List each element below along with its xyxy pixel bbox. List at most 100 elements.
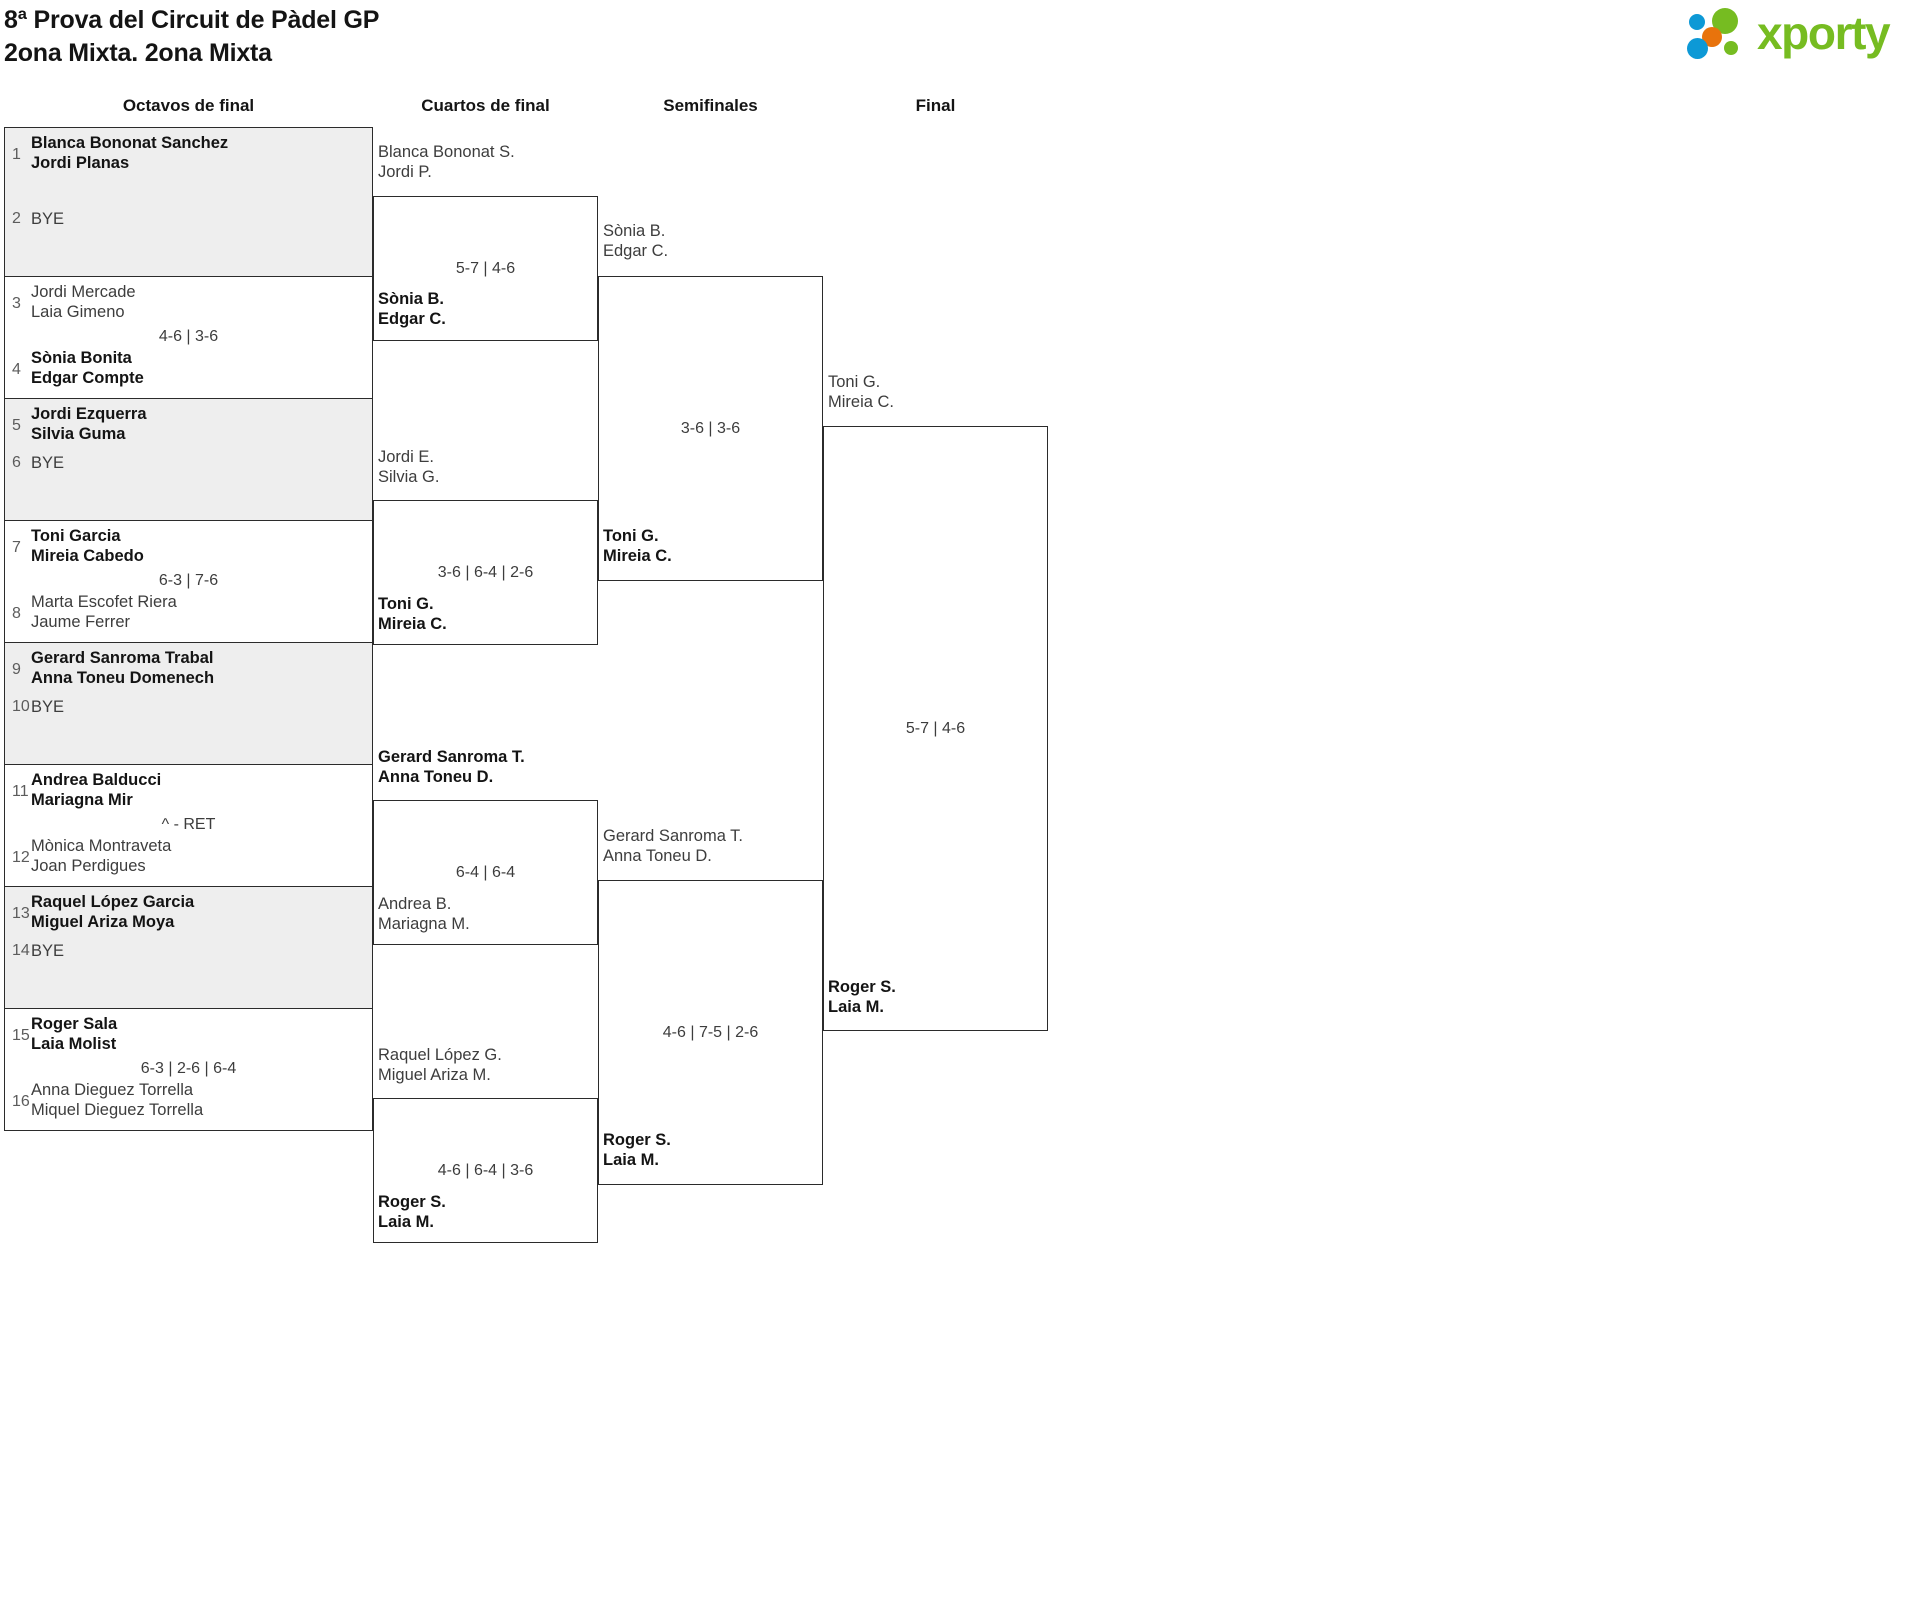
player-line-1: Marta Escofet Riera	[31, 593, 177, 611]
match-score: 5-7 | 4-6	[455, 259, 516, 277]
logo-dots-icon	[1687, 8, 1759, 60]
seed-number: 6	[12, 454, 21, 471]
player-line-1: Andrea B.	[378, 895, 452, 913]
player-line-1: Roger S.	[828, 978, 896, 996]
seed-number: 7	[12, 539, 21, 556]
round2-match-3[interactable]: 6-4 | 6-4	[373, 800, 598, 945]
player-line-1: Toni G.	[378, 595, 434, 613]
player-line-2: Miguel Ariza Moya	[31, 912, 175, 931]
player-line-1: Jordi Mercade	[31, 283, 136, 301]
player-line-2: Anna Toneu D.	[378, 767, 494, 786]
player-line-2: Edgar Compte	[31, 368, 144, 387]
player-line-1: Raquel López Garcia	[31, 893, 195, 911]
player-line-2: Laia Molist	[31, 1034, 117, 1053]
player-names-top: Sònia B.Edgar C.	[603, 222, 668, 261]
player-names-bottom: Roger S.Laia M.	[828, 978, 896, 1017]
player-line-1: Roger Sala	[31, 1015, 118, 1033]
player-names-bottom: Toni G.Mireia C.	[603, 527, 672, 566]
match-score: 4-6 | 6-4 | 3-6	[437, 1161, 534, 1179]
player-names-top: Blanca Bononat S.Jordi P.	[378, 143, 515, 182]
round-header-final: Final	[915, 96, 956, 115]
bye-label: BYE	[31, 454, 65, 472]
seed-number: 15	[12, 1027, 30, 1044]
round4-match-1[interactable]: 5-7 | 4-6	[823, 426, 1048, 1031]
player-line-2: Laia M.	[378, 1212, 434, 1231]
player-names-bottom: Sònia B.Edgar C.	[378, 290, 446, 329]
player-line-2: Mariagna M.	[378, 914, 470, 933]
round3-match-1[interactable]: 3-6 | 3-6	[598, 276, 823, 581]
round2-match-2[interactable]: 3-6 | 6-4 | 2-6	[373, 500, 598, 645]
seed-number: 4	[12, 361, 21, 378]
player-line-1: Andrea Balducci	[31, 771, 162, 789]
player-line-2: Edgar C.	[378, 309, 446, 328]
seed-number: 12	[12, 849, 30, 866]
round3-match-2[interactable]: 4-6 | 7-5 | 2-6	[598, 880, 823, 1185]
match-score: 5-7 | 4-6	[905, 719, 966, 737]
match-score: 3-6 | 3-6	[680, 419, 741, 437]
player-line-2: Mireia C.	[603, 546, 672, 565]
player-names-top: Gerard Sanroma T.Anna Toneu D.	[603, 827, 743, 866]
player-names-bottom: Andrea B.Mariagna M.	[378, 895, 470, 934]
player-line-1: Blanca Bononat Sanchez	[31, 134, 229, 152]
seed-number: 10	[12, 698, 30, 715]
player-names-top: Raquel López G.Miguel Ariza M.	[378, 1046, 502, 1085]
player-line-2: Laia Gimeno	[31, 302, 125, 321]
xporty-logo[interactable]: xporty	[1687, 6, 1902, 62]
round2-match-1[interactable]: 5-7 | 4-6	[373, 196, 598, 341]
player-line-2: Laia M.	[828, 997, 884, 1016]
player-line-2: Mariagna Mir	[31, 790, 133, 809]
player-line-1: Roger S.	[378, 1193, 446, 1211]
bye-label: BYE	[31, 698, 65, 716]
player-line-1: Sònia B.	[378, 290, 445, 308]
seed-number: 8	[12, 605, 21, 622]
round-header-semis: Semifinales	[663, 96, 758, 115]
player-line-1: Raquel López G.	[378, 1046, 502, 1064]
seed-number: 11	[12, 783, 29, 800]
player-line-2: Mireia C.	[828, 392, 895, 411]
player-names-top: Gerard Sanroma T.Anna Toneu D.	[378, 748, 525, 787]
player-line-1: Sònia Bonita	[31, 349, 132, 367]
player-line-1: Toni G.	[828, 373, 881, 391]
match-score: ^ - RET	[161, 816, 216, 833]
player-line-1: Blanca Bononat S.	[378, 143, 515, 161]
page-title: 8ª Prova del Circuit de Pàdel GP 2ona Mi…	[4, 4, 904, 70]
player-line-1: Sònia B.	[603, 222, 666, 240]
match-score: 4-6 | 3-6	[158, 328, 219, 345]
seed-number: 9	[12, 661, 21, 678]
player-line-2: Laia M.	[603, 1150, 659, 1169]
r1-slot-bottom[interactable]: 6 BYE	[5, 454, 372, 506]
player-line-1: Gerard Sanroma T.	[378, 748, 525, 766]
round2-match-4[interactable]: 4-6 | 6-4 | 3-6	[373, 1098, 598, 1243]
seed-number: 3	[12, 295, 21, 312]
